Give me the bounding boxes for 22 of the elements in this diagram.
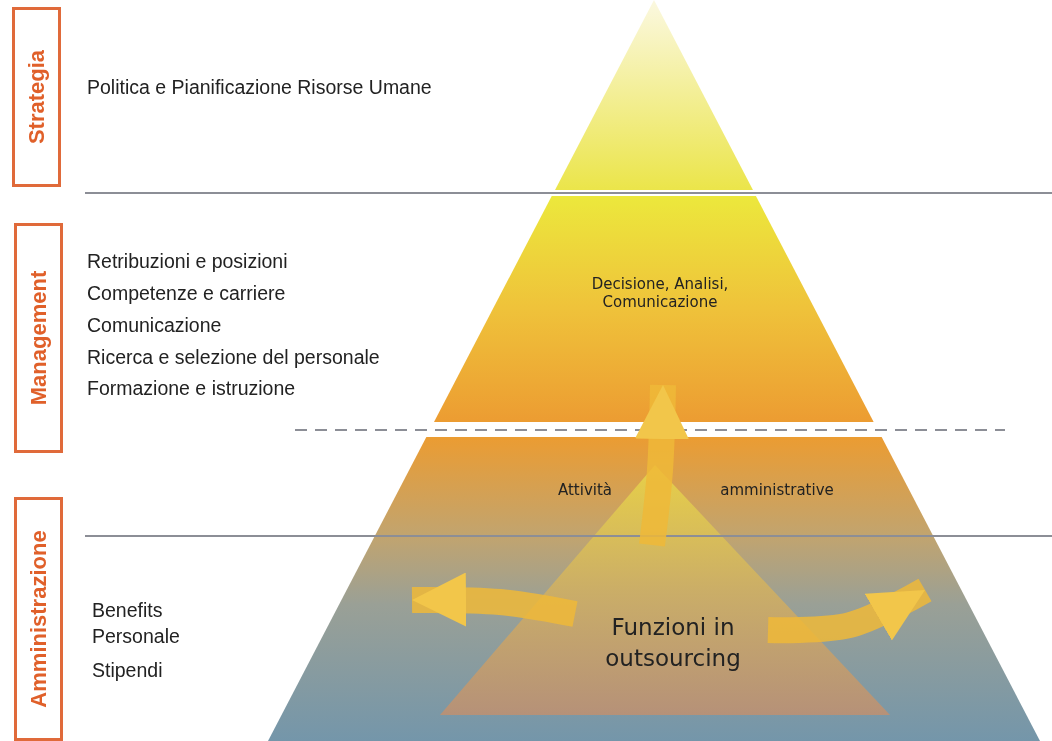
section-label-box	[14, 497, 63, 741]
item-text: Benefits	[92, 599, 163, 622]
section-label: Management	[25, 270, 52, 406]
band-text: Decisione, Analisi, Comunicazione	[590, 275, 730, 311]
item-text: Ricerca e selezione del personale	[87, 346, 380, 369]
item-text: Retribuzioni e posizioni	[87, 250, 288, 273]
item-text: Stipendi	[92, 659, 163, 682]
item-text: Competenze e carriere	[87, 282, 286, 305]
item-text: Formazione e istruzione	[87, 377, 296, 400]
item-text: Politica e Pianificazione Risorse Umane	[87, 76, 432, 99]
section-label-box	[14, 223, 63, 453]
item-text: Personale	[92, 625, 180, 648]
arrow	[411, 572, 578, 627]
arrow	[634, 384, 689, 547]
item-text: Comunicazione	[87, 314, 222, 337]
band-text: amministrative	[720, 481, 834, 499]
section-label: Amministrazione	[25, 530, 52, 708]
section-label-box	[12, 7, 61, 187]
section-label: Strategia	[23, 49, 50, 145]
band-text: Attività	[557, 481, 612, 499]
band-text: Funzioni in outsourcing	[604, 612, 742, 673]
arrow	[767, 578, 932, 644]
